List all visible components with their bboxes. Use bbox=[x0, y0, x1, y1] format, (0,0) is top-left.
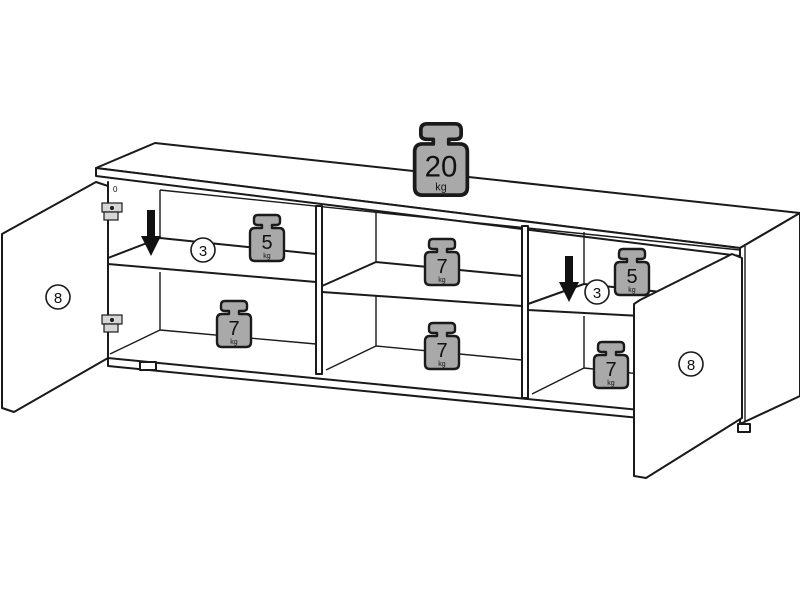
svg-text:3: 3 bbox=[593, 285, 601, 302]
weight-unit: kg bbox=[607, 380, 615, 387]
weight-unit: kg bbox=[435, 181, 446, 193]
divider-right bbox=[521, 225, 529, 399]
svg-text:3: 3 bbox=[199, 243, 207, 260]
weight-unit: kg bbox=[230, 339, 238, 346]
down-arrow-right bbox=[559, 256, 579, 302]
compartments bbox=[107, 189, 741, 399]
leg-front-left bbox=[139, 361, 157, 371]
callout-right-shelf: 3 bbox=[584, 279, 610, 305]
weight-value: 7 bbox=[436, 256, 447, 278]
svg-text:8: 8 bbox=[687, 357, 695, 374]
weight-unit: kg bbox=[438, 277, 446, 284]
weight-value: 7 bbox=[436, 340, 447, 362]
callout-right-door: 8 bbox=[678, 351, 704, 377]
weight-unit: kg bbox=[438, 361, 446, 368]
leg-right bbox=[737, 423, 751, 433]
weight-value: 7 bbox=[605, 359, 616, 381]
weight-icon-middle-upper: 7kg bbox=[423, 237, 461, 287]
weight-value: 7 bbox=[228, 318, 239, 340]
weight-unit: kg bbox=[263, 253, 271, 260]
weight-value: 5 bbox=[626, 266, 637, 288]
svg-text:8: 8 bbox=[54, 290, 62, 307]
weight-icon-right-shelf: 5kg bbox=[613, 247, 651, 297]
weight-icon-middle-lower: 7kg bbox=[423, 321, 461, 371]
weight-icon-right-bottom: 7kg bbox=[592, 340, 630, 390]
weight-icon-left-shelf: 5kg bbox=[248, 213, 286, 263]
down-arrow-left bbox=[141, 210, 161, 256]
cabinet-bottom-edge bbox=[107, 357, 641, 419]
callout-left-door: 8 bbox=[45, 284, 71, 310]
weight-value: 5 bbox=[261, 232, 272, 254]
weight-value: 20 bbox=[425, 151, 458, 184]
callout-left-shelf: 3 bbox=[190, 237, 216, 263]
cabinet-right-side bbox=[739, 212, 800, 425]
hinge-bottom bbox=[101, 314, 123, 333]
hinge-mark: 0 bbox=[113, 185, 118, 194]
weight-icon-left-bottom: 7kg bbox=[215, 299, 253, 349]
divider-left bbox=[315, 205, 323, 375]
weight-unit: kg bbox=[628, 287, 636, 294]
hinge-top bbox=[101, 202, 123, 221]
shelf-middle bbox=[321, 261, 523, 307]
